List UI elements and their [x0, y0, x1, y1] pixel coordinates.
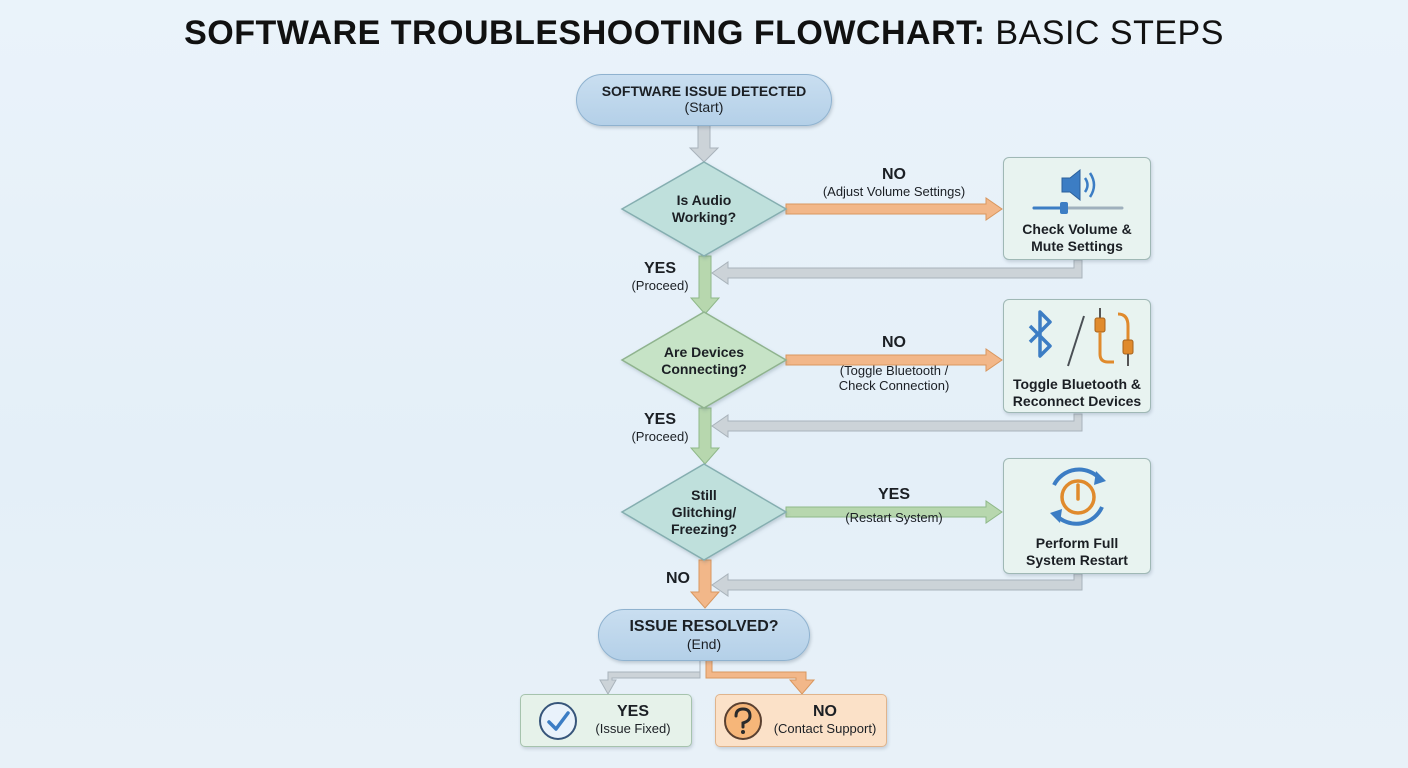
end-title: ISSUE RESOLVED?	[629, 618, 779, 635]
decision-diamond-glitch	[620, 463, 788, 561]
checkmark-icon	[539, 702, 577, 740]
arrow-end-to-no	[705, 659, 816, 695]
branch-label-1: NO (Adjust Volume Settings)	[822, 166, 966, 199]
decision-label-audio: Is Audio Working?	[671, 192, 737, 225]
return-arrow-2	[711, 413, 1083, 438]
page-title: SOFTWARE TROUBLESHOOTING FLOWCHART: BASI…	[0, 14, 1408, 53]
bluetooth-cable-icon	[1028, 308, 1134, 367]
title-light: BASIC STEPS	[995, 14, 1224, 52]
decision-label-glitch: Still Glitching/ Freezing?	[670, 487, 738, 537]
down-label-1: YES (Proceed)	[631, 260, 689, 293]
down-label-3: NO	[666, 570, 690, 587]
decision-diamond-audio	[620, 161, 788, 257]
outcome-no-label: NO	[813, 703, 837, 720]
arrow-d1-no	[785, 197, 1003, 221]
start-node: SOFTWARE ISSUE DETECTED (Start)	[576, 74, 832, 126]
arrow-start-to-d1	[688, 123, 720, 163]
restart-power-icon	[1050, 467, 1106, 526]
action-card-volume: Check Volume & Mute Settings	[1003, 157, 1151, 260]
branch-label-3: YES (Restart System)	[845, 486, 943, 525]
action-caption-bluetooth: Toggle Bluetooth & Reconnect Devices	[1012, 376, 1142, 409]
action-card-restart: Perform Full System Restart	[1003, 458, 1151, 574]
action-caption-restart: Perform Full System Restart	[1026, 535, 1128, 568]
arrow-d2-no	[785, 348, 1003, 372]
down-label-2: YES (Proceed)	[631, 411, 689, 444]
title-bold: SOFTWARE TROUBLESHOOTING FLOWCHART:	[184, 14, 986, 52]
decision-label-devices: Are Devices Connecting?	[661, 344, 747, 377]
outcome-no: NO (Contact Support)	[715, 694, 887, 747]
arrow-d3-yes	[785, 500, 1003, 524]
arrow-d3-to-end	[689, 559, 721, 609]
start-subtitle: (Start)	[684, 99, 724, 115]
return-arrow-3	[711, 573, 1083, 597]
question-mark-icon	[724, 702, 762, 740]
branch-label-2: NO (Toggle Bluetooth / Check Connection)	[838, 334, 950, 393]
outcome-no-sub: (Contact Support)	[773, 721, 877, 736]
arrow-d2-to-d3	[689, 407, 721, 465]
arrow-end-to-yes	[599, 660, 701, 696]
decision-diamond-devices	[620, 311, 788, 409]
arrow-d1-to-d2	[689, 255, 721, 315]
outcome-yes-label: YES	[616, 703, 649, 720]
outcome-yes-sub: (Issue Fixed)	[595, 721, 671, 736]
end-subtitle: (End)	[686, 636, 722, 652]
action-card-bluetooth: Toggle Bluetooth & Reconnect Devices	[1003, 299, 1151, 413]
speaker-volume-icon	[1032, 168, 1124, 214]
action-caption-volume: Check Volume & Mute Settings	[1022, 221, 1132, 254]
outcome-yes: YES (Issue Fixed)	[520, 694, 692, 747]
return-arrow-1	[711, 259, 1083, 285]
start-title: SOFTWARE ISSUE DETECTED	[601, 83, 807, 99]
end-node: ISSUE RESOLVED? (End)	[598, 609, 810, 661]
